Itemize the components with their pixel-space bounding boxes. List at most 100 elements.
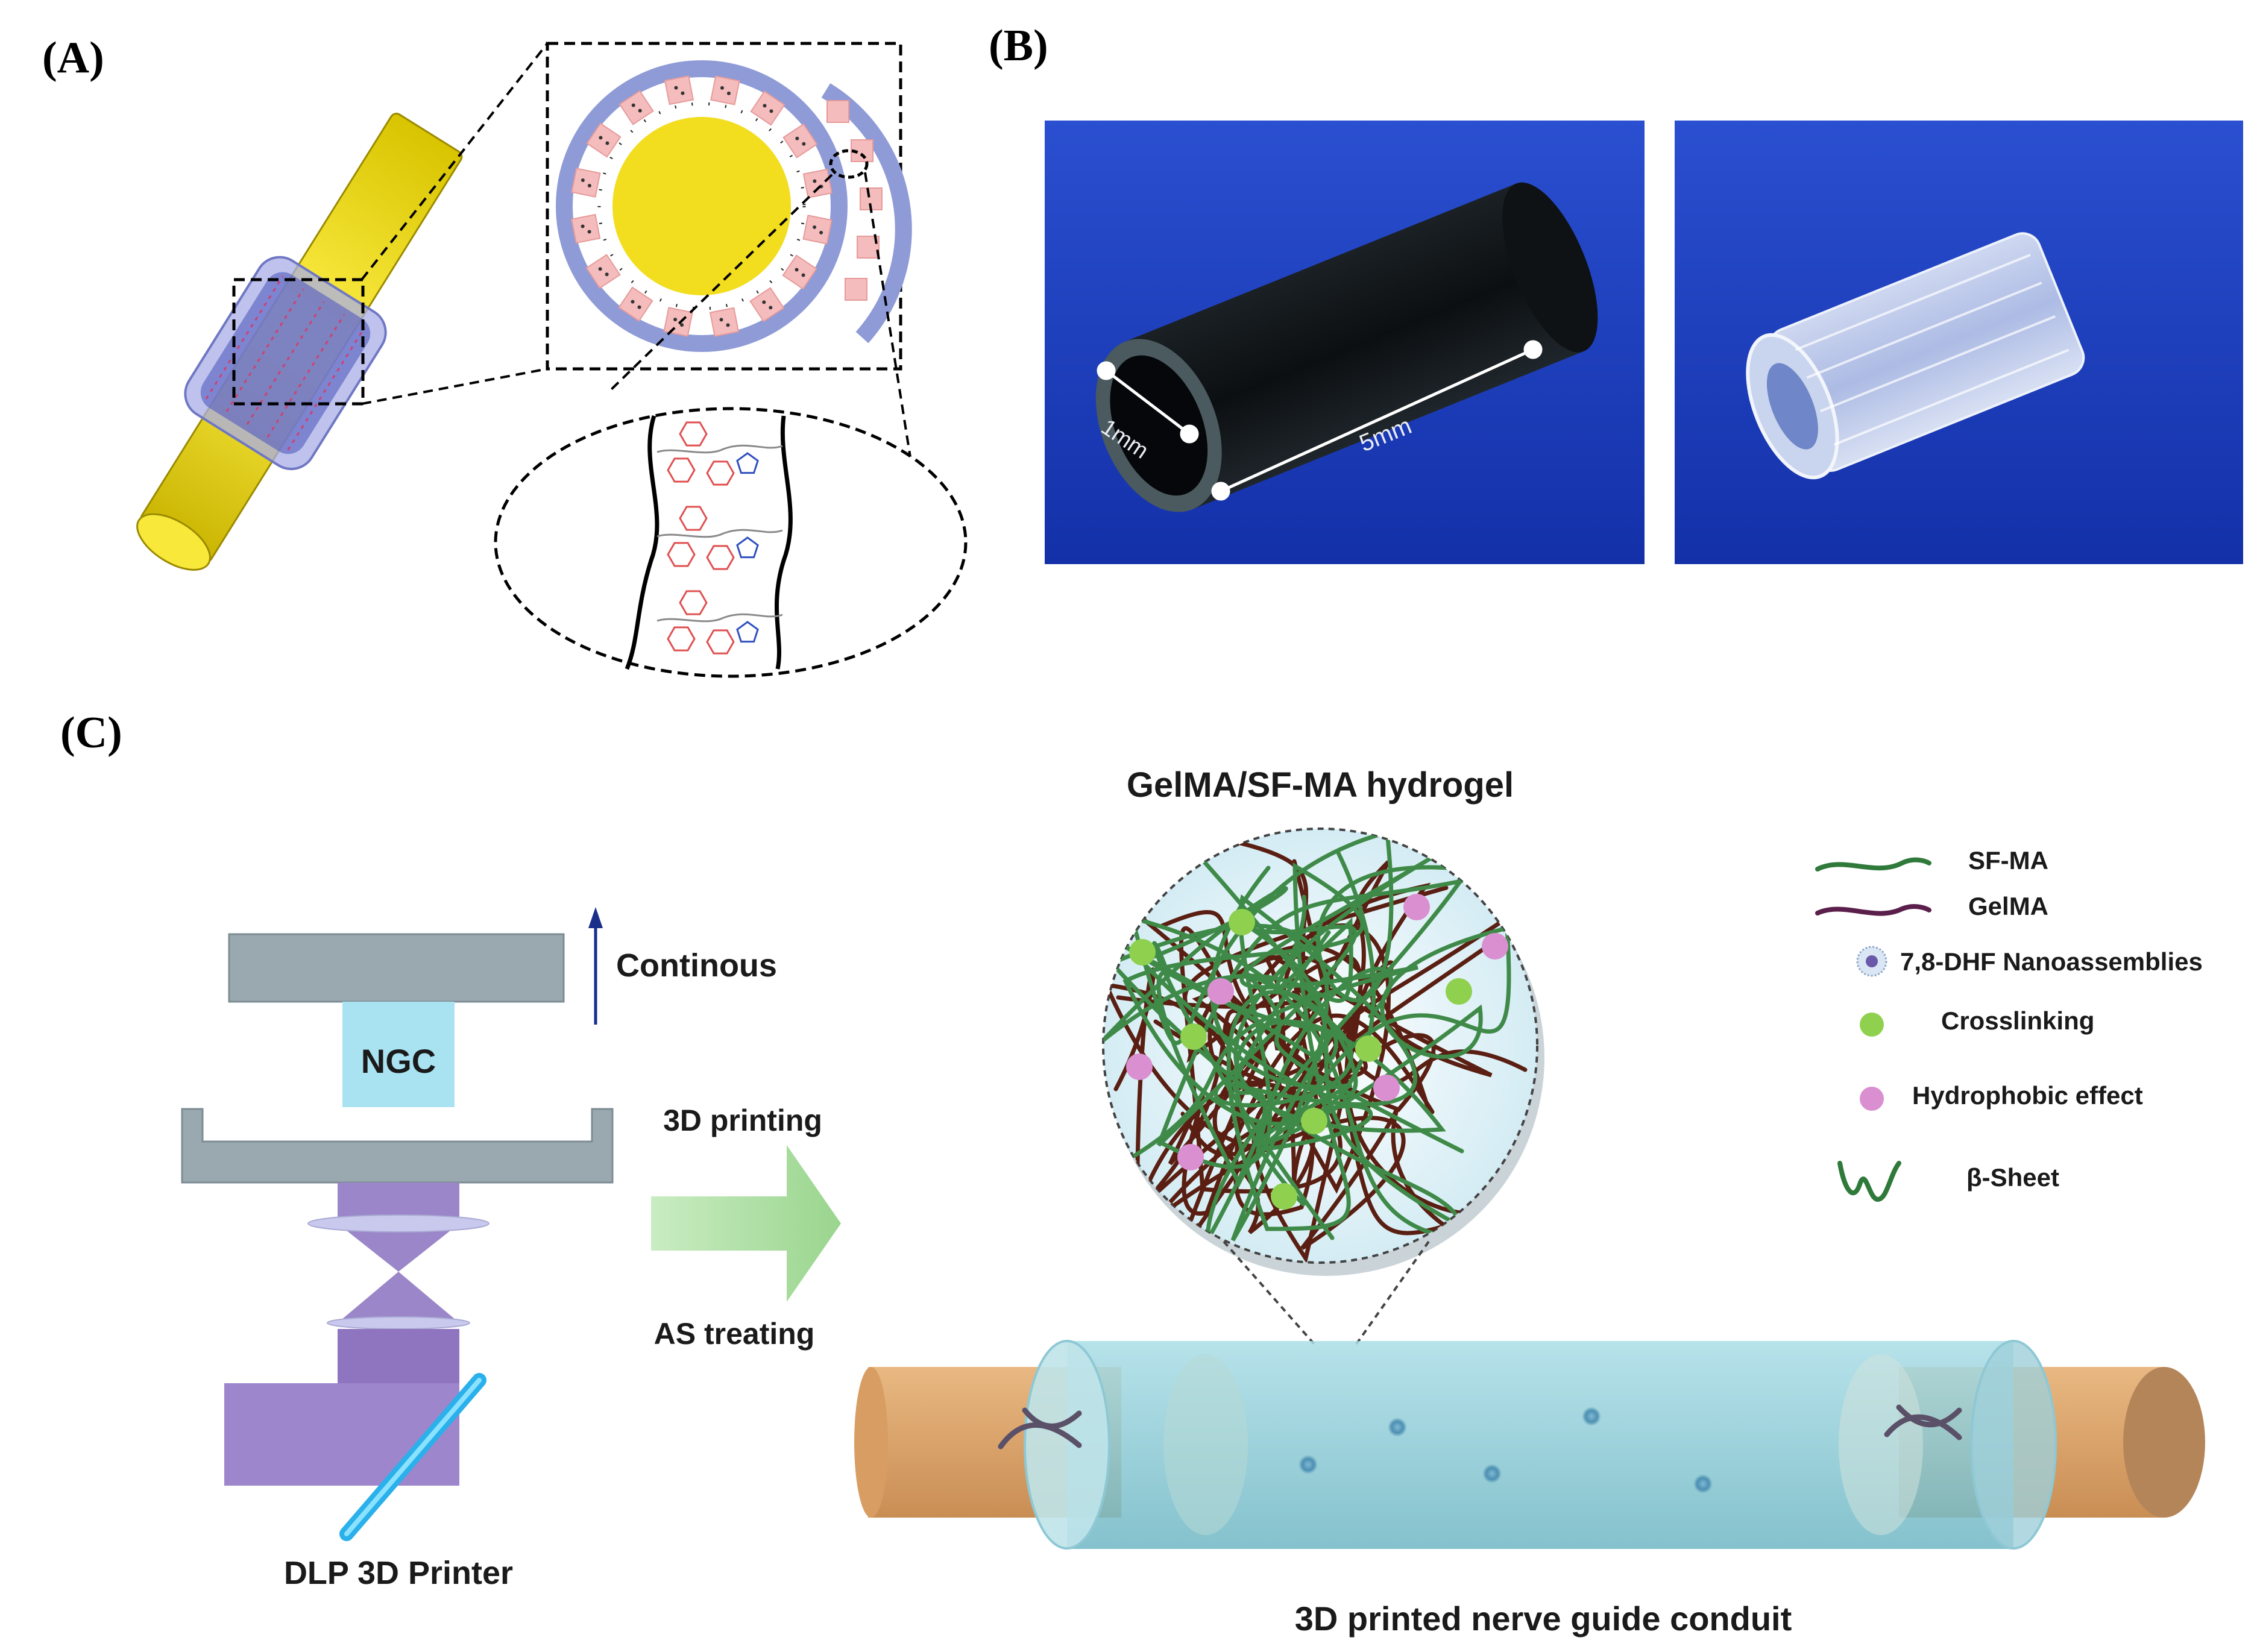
drug-dot bbox=[813, 179, 817, 183]
drug-dot bbox=[720, 86, 724, 90]
magnify-spot bbox=[829, 149, 869, 179]
nerve-rod-illustration bbox=[136, 113, 463, 571]
dimension-markers bbox=[1097, 340, 1543, 501]
drug-dot bbox=[680, 323, 684, 327]
resin-vat bbox=[181, 1108, 614, 1184]
legend-beta-sheet-icon bbox=[1837, 1161, 1901, 1202]
dlp-mirror-highlight bbox=[344, 1378, 482, 1536]
clear-tube-striations bbox=[1795, 254, 2070, 446]
panel-b-label: (B) bbox=[989, 21, 1048, 71]
flap-drug-square bbox=[857, 236, 880, 259]
drug-square bbox=[585, 254, 621, 289]
benzene-ring bbox=[667, 542, 696, 567]
dark-tube-far-end bbox=[1502, 182, 1598, 353]
hydrogel-network-zoom: GelMA/SF-MA hydrogel bbox=[1102, 765, 1544, 1345]
left-chain-backbone bbox=[625, 415, 659, 670]
crosslink-node bbox=[1355, 1035, 1382, 1062]
build-platform bbox=[228, 933, 565, 1003]
molecular-ellipse bbox=[494, 407, 968, 678]
crosslink-node bbox=[1129, 939, 1156, 966]
crosslink-node bbox=[1271, 1183, 1297, 1210]
legend-sfma-swatch bbox=[1815, 857, 1931, 872]
legend-dhf-icon bbox=[1856, 946, 1887, 977]
drug-dot bbox=[673, 318, 678, 322]
legend-beta-sheet-label: β-Sheet bbox=[1966, 1163, 2059, 1192]
legend: SF-MA GelMA 7,8-DHF Nanoassemblies Cross… bbox=[1815, 846, 2203, 1202]
conduit-right-end bbox=[1970, 1340, 2057, 1550]
legend-crosslinking-dot bbox=[1860, 1013, 1884, 1037]
benzene-ring bbox=[667, 626, 696, 652]
legend-gelma-label: GelMA bbox=[1968, 892, 2048, 920]
triazole-ring bbox=[736, 536, 759, 559]
dotted-inner-ring bbox=[597, 102, 806, 310]
polymer-strand bbox=[1151, 941, 1393, 1240]
drug-dot bbox=[726, 323, 730, 327]
photo-printed-conduit-dark: 1mm 5mm bbox=[1045, 121, 1645, 564]
drug-dot bbox=[674, 86, 678, 90]
crosslink-node bbox=[1229, 909, 1255, 935]
drug-dot bbox=[726, 91, 731, 95]
triazole-ring bbox=[736, 621, 759, 643]
benzene-ring bbox=[679, 506, 708, 531]
crosslink-node bbox=[1446, 978, 1472, 1005]
drug-square bbox=[586, 122, 622, 158]
conduit-left-end bbox=[1024, 1340, 1110, 1550]
conduit-caption: 3D printed nerve guide conduit bbox=[1295, 1600, 1792, 1638]
drug-dot bbox=[769, 109, 773, 113]
rod-end-cap bbox=[136, 513, 211, 571]
drug-dot bbox=[638, 108, 642, 113]
conduit-cross-section bbox=[546, 42, 912, 371]
outer-conduit-ring bbox=[556, 60, 848, 352]
crosslink-node bbox=[1180, 1023, 1207, 1050]
drug-dot bbox=[631, 300, 635, 304]
hydrophobic-node bbox=[1482, 933, 1508, 959]
drug-dot bbox=[681, 91, 685, 95]
conduit-sleeve-inner bbox=[200, 272, 371, 454]
drug-dot bbox=[598, 267, 602, 271]
drug-dot bbox=[631, 103, 635, 107]
process-arrow bbox=[651, 1145, 841, 1302]
drug-dot bbox=[762, 300, 766, 304]
crosslink-node bbox=[1301, 1108, 1327, 1134]
linker-chain bbox=[656, 444, 783, 454]
drug-dot bbox=[587, 184, 591, 188]
dark-tube-body bbox=[1125, 183, 1584, 509]
right-chain-backbone bbox=[774, 415, 793, 670]
right-nerve-end bbox=[2123, 1367, 2205, 1518]
bubble-connector-lines bbox=[1223, 1240, 1430, 1345]
drug-square bbox=[618, 286, 653, 322]
panel-a-label: (A) bbox=[42, 33, 104, 83]
process-arrow-group: 3D printing AS treating bbox=[651, 1104, 841, 1351]
drug-dot bbox=[599, 136, 603, 140]
linker-chain bbox=[656, 529, 783, 538]
legend-hydrophobic-dot bbox=[1860, 1087, 1884, 1111]
hydrophobic-node bbox=[1207, 978, 1234, 1005]
right-suture bbox=[1884, 1404, 1962, 1440]
drug-square bbox=[571, 168, 601, 198]
hydrophobic-node bbox=[1126, 1054, 1153, 1080]
drug-dot bbox=[819, 230, 823, 234]
drug-dot bbox=[605, 272, 609, 277]
drug-dot bbox=[763, 104, 767, 108]
continuous-label: Continous bbox=[616, 947, 777, 984]
dlp-printer-diagram: NGC Continous DLP 3D Printer bbox=[181, 907, 777, 1591]
benzene-ring bbox=[667, 457, 696, 483]
legend-hydrophobic-label: Hydrophobic effect bbox=[1912, 1081, 2143, 1110]
drug-square bbox=[750, 90, 785, 126]
benzene-ring bbox=[679, 590, 708, 615]
polymer-network bbox=[1103, 829, 1528, 1263]
photo-printed-conduit-clear bbox=[1675, 121, 2243, 564]
flap-drug-square bbox=[845, 278, 867, 301]
drug-dot bbox=[795, 268, 799, 272]
drug-square bbox=[664, 75, 694, 105]
zoom-connector-lines bbox=[360, 42, 549, 405]
conduit-drug-pattern bbox=[205, 275, 366, 451]
lower-lens bbox=[327, 1316, 470, 1330]
drug-dot bbox=[813, 225, 817, 229]
benzene-ring bbox=[706, 460, 735, 486]
yellow-nerve-core bbox=[612, 117, 791, 295]
nanoassembly-dots bbox=[1298, 1407, 1713, 1493]
triazole-ring bbox=[736, 452, 759, 474]
molecular-detail bbox=[494, 407, 968, 678]
